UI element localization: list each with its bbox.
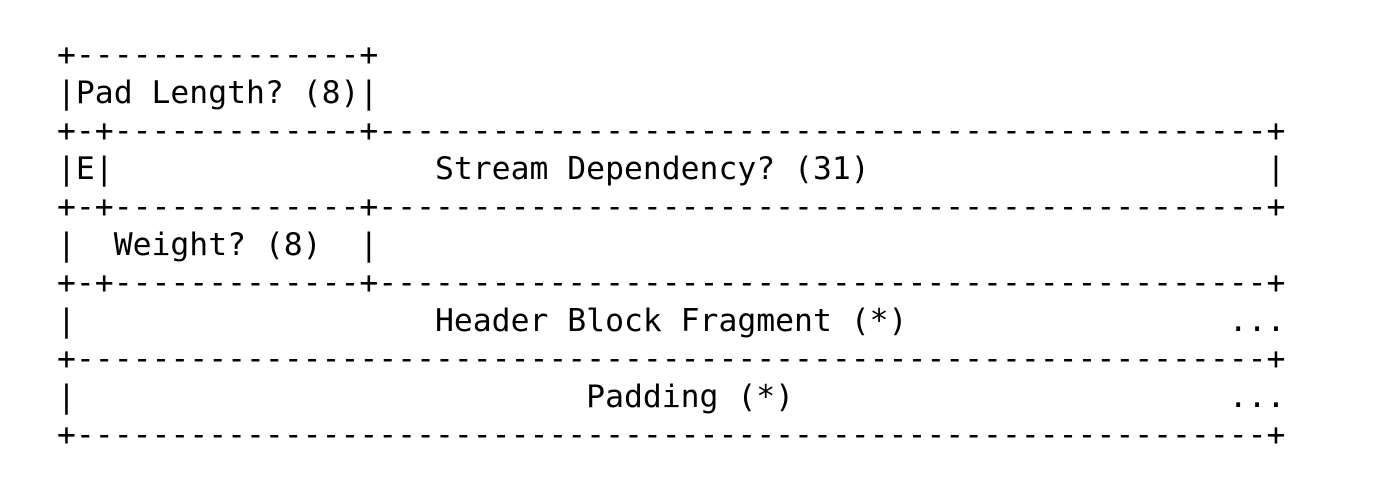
- field-pad-length: |Pad Length? (8)|: [57, 75, 379, 111]
- field-weight: | Weight? (8) |: [57, 227, 379, 263]
- field-header-block-fragment: | Header Block Fragment (*) ...: [57, 303, 1286, 339]
- top-border-pad-length: +---------------+: [57, 37, 379, 73]
- field-padding: | Padding (*) ...: [57, 379, 1286, 415]
- field-exclusive-stream-dependency: |E| Stream Dependency? (31) |: [57, 151, 1286, 187]
- separator-row-2: +-+-------------+-----------------------…: [57, 189, 1286, 225]
- separator-row-3: +-+-------------+-----------------------…: [57, 265, 1286, 301]
- frame-layout-diagram: +---------------+|Pad Length? (8)|+-+---…: [57, 36, 1285, 454]
- separator-row-4: +---------------------------------------…: [57, 341, 1286, 377]
- separator-row-1: +-+-------------+-----------------------…: [57, 113, 1286, 149]
- bottom-border: +---------------------------------------…: [57, 417, 1286, 453]
